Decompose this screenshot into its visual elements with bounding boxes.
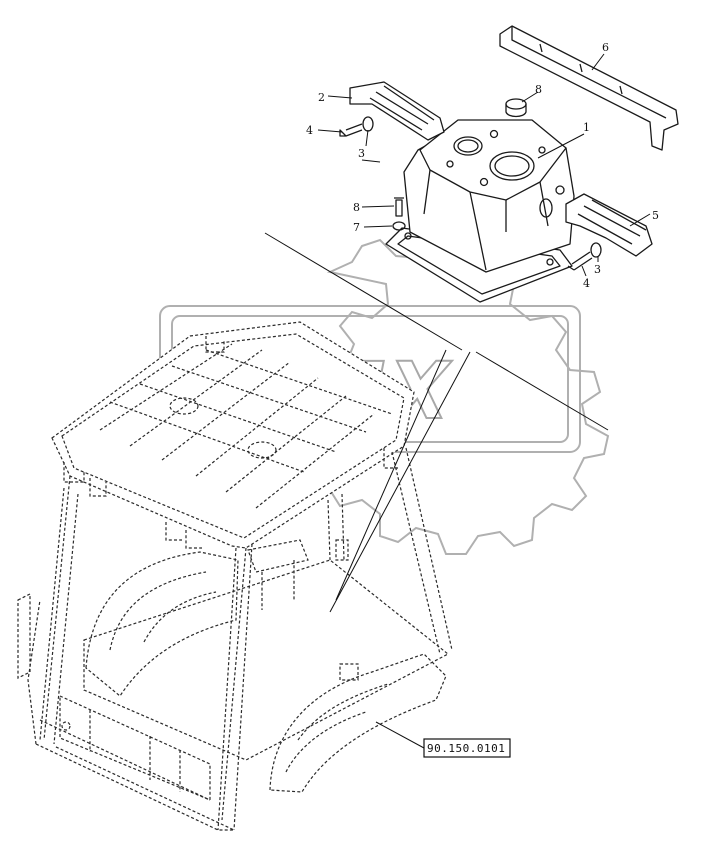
leader-4b (581, 265, 587, 277)
callout-4-left: 4 (306, 124, 313, 137)
callout-6: 6 (602, 41, 609, 54)
housing-hole-a (489, 129, 499, 139)
channel-bracket-edge (511, 26, 667, 119)
trim-panel-left-ribs (369, 85, 435, 131)
leader-7 (363, 225, 393, 228)
cab-rear-fender-right (269, 653, 447, 793)
trim-panel-right-ribs (577, 199, 647, 245)
cab-floor-frame (83, 559, 450, 761)
fasteners (339, 116, 602, 271)
cab-rear-bracket (335, 539, 359, 681)
leader-2 (327, 95, 353, 99)
callout-4-right: 4 (583, 277, 590, 290)
leader-3a-tail (361, 159, 381, 163)
cab-fender-right-inner (285, 683, 389, 773)
bolt-4-right (567, 251, 593, 271)
cab-fender-inner (109, 571, 217, 651)
part-2-left-trim-panel (349, 81, 445, 141)
cab-rear-fender-left (85, 551, 239, 697)
trim-panel-left-body (349, 81, 445, 141)
housing-hole-b (479, 177, 489, 187)
cab-frame (17, 321, 453, 831)
reference-box-border (423, 738, 511, 758)
flange-hole-b (546, 258, 554, 266)
leader-8a (521, 91, 539, 103)
cab-door-frame (27, 475, 247, 831)
callout-7: 7 (353, 221, 360, 234)
roof-brackets (63, 336, 398, 549)
washer-7-mid (392, 221, 406, 231)
callout-3-left: 3 (358, 147, 365, 160)
leader-6 (591, 53, 605, 71)
washer-3-left (362, 116, 374, 132)
reference-box: 90.150.0101 (423, 738, 511, 758)
callout-2: 2 (318, 91, 325, 104)
cab-pillar-front-right (217, 543, 253, 831)
roof-light-right (247, 441, 277, 459)
housing-hole-d (446, 160, 454, 168)
callout-3-right: 3 (594, 263, 601, 276)
callout-labels: 1 2 3 3 4 4 5 6 7 8 8 (306, 41, 659, 290)
leader-lines (317, 53, 651, 749)
roof-light-left (169, 397, 199, 415)
housing-side-port (539, 198, 553, 218)
reference-code: 90.150.0101 (427, 742, 505, 755)
trim-panel-right-body (565, 193, 653, 257)
knob-top (505, 98, 527, 110)
bolt-4-left (339, 123, 363, 137)
part-8-knob (505, 98, 527, 118)
explosion-line-left (264, 232, 463, 351)
leader-1 (537, 133, 585, 159)
part-5-right-trim-panel (565, 193, 653, 257)
explosion-lines (264, 232, 609, 613)
flange-hole-a (404, 232, 412, 240)
callout-8-mid: 8 (353, 201, 360, 214)
cab-roof-ribs (99, 343, 393, 509)
housing-side-edge (423, 169, 549, 271)
washer-3-right (590, 242, 602, 258)
explosion-line-right (475, 351, 609, 431)
callout-1: 1 (583, 121, 590, 134)
knob-body (505, 104, 527, 118)
leader-8b (361, 205, 395, 208)
callout-5: 5 (652, 209, 659, 222)
cab-lower-panels (59, 695, 211, 801)
cab-roof (51, 321, 415, 549)
explosion-line-to-cab (329, 351, 471, 613)
cab-handle-knob (61, 721, 71, 731)
part-1-instrument-housing (385, 119, 575, 303)
leader-4a (317, 129, 343, 133)
housing-flange-inner (397, 235, 561, 295)
gauge-hole-large-inner (494, 155, 530, 177)
cab-roof-rim (61, 333, 405, 539)
cab-steering-column (247, 539, 309, 610)
cab-step (17, 593, 31, 679)
cab-pillar-rear-left (327, 493, 345, 561)
callout-8-top: 8 (535, 83, 542, 96)
housing-side-port-small (555, 185, 565, 195)
explosion-line-to-cab-2 (335, 349, 447, 601)
cab-pillar-rear-right (391, 447, 453, 655)
leader-3a (365, 129, 369, 147)
leader-reference (375, 721, 425, 749)
cab-pillar-front-left (39, 487, 79, 745)
leader-5 (629, 213, 651, 227)
housing-hole-c (538, 146, 546, 154)
bolt-8-mid (394, 197, 404, 217)
gauge-hole-small-inner (457, 139, 479, 153)
